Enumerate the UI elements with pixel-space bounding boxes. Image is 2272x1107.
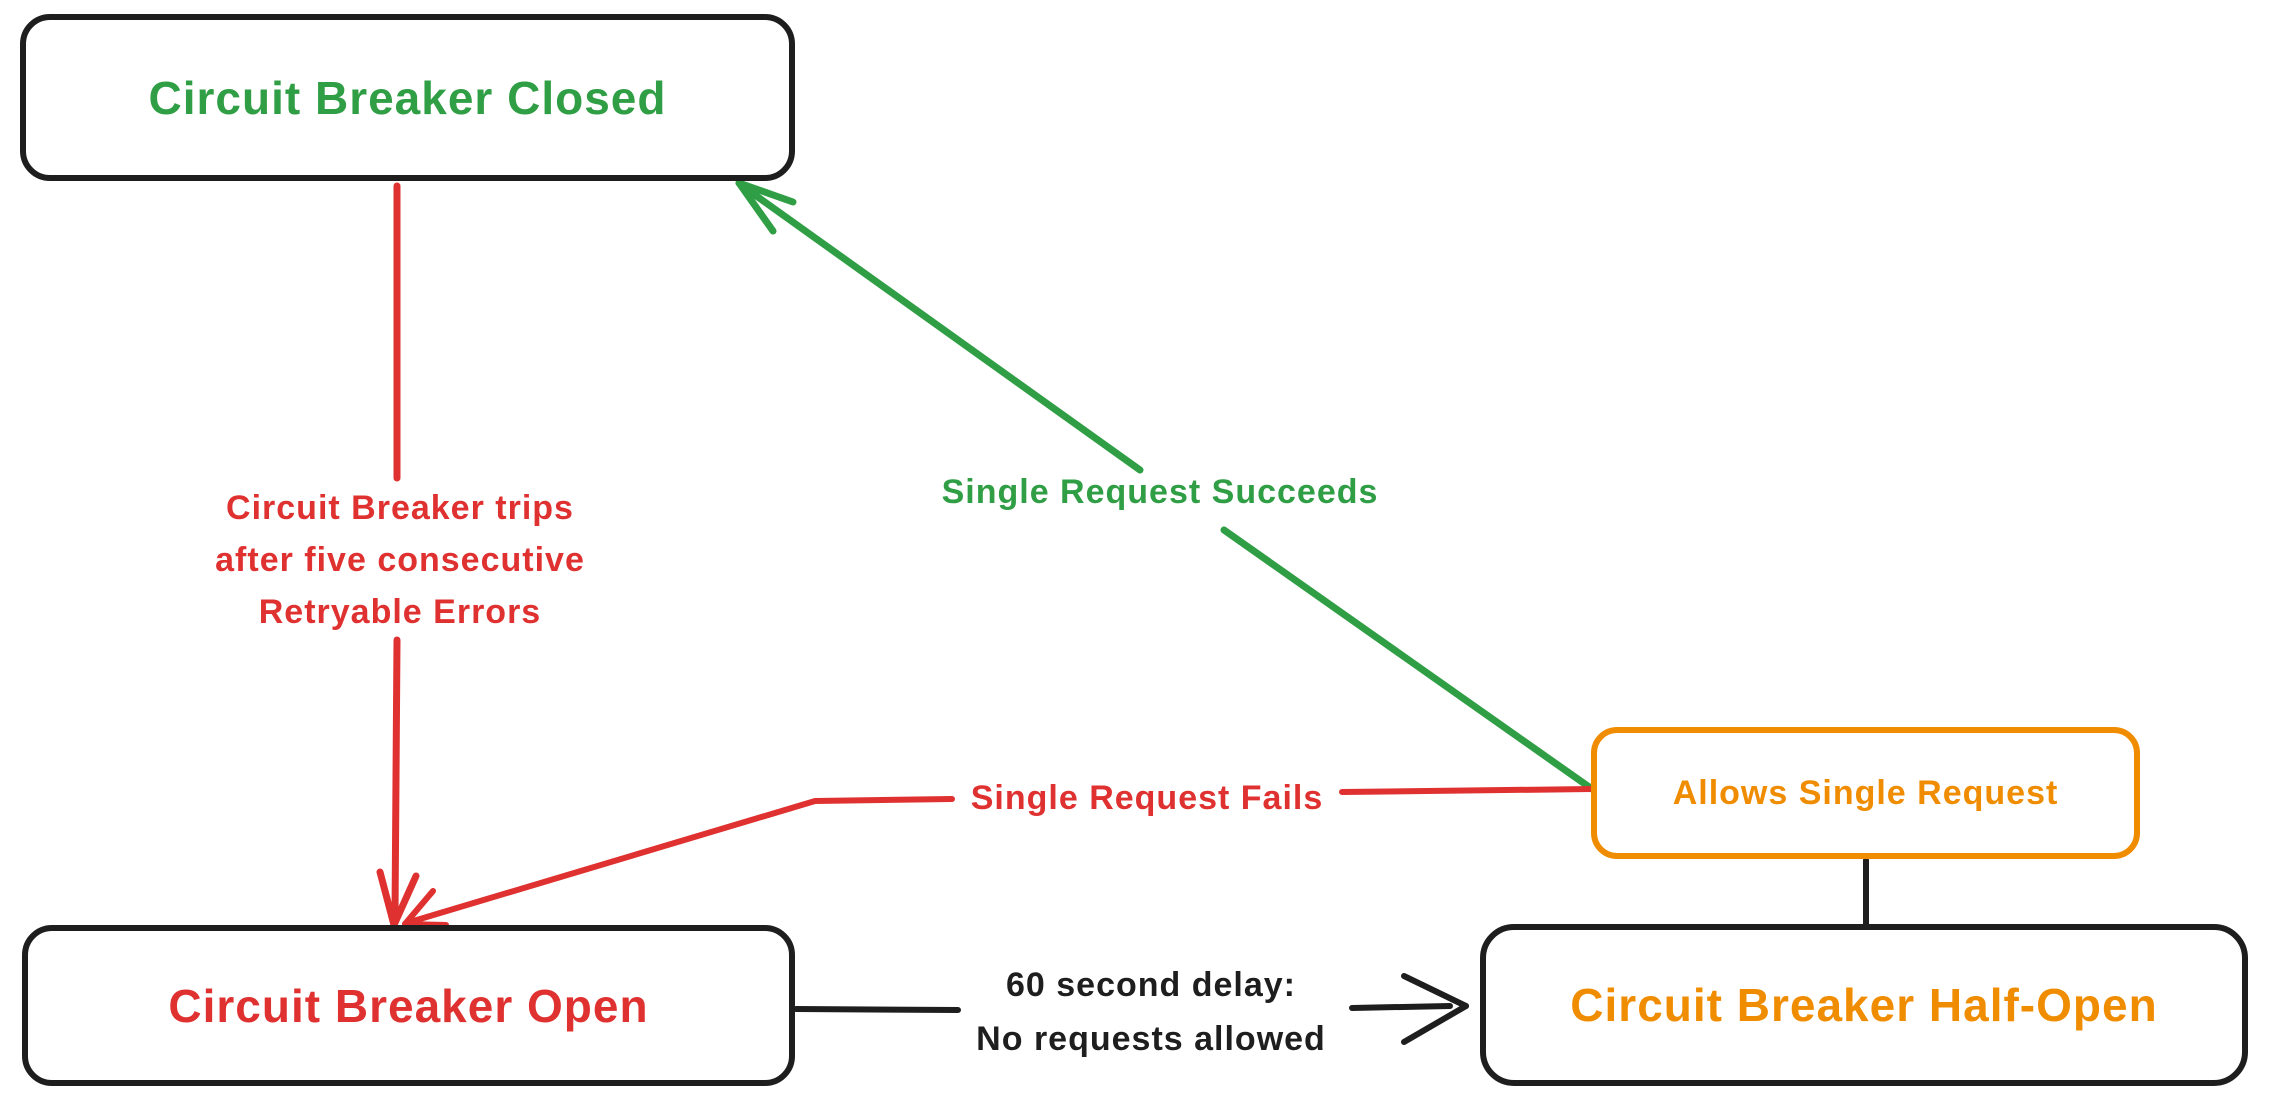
node-allows-label: Allows Single Request (1672, 773, 2059, 812)
edge-label-delay-line1: 60 second delay: (1005, 966, 1297, 1004)
node-half-open-label: Circuit Breaker Half-Open (1570, 979, 2158, 1031)
node-circuit-breaker-open: Circuit Breaker Open (22, 925, 795, 1086)
node-allows-single-request: Allows Single Request (1591, 727, 2140, 859)
node-closed-label: Circuit Breaker Closed (148, 71, 667, 124)
edge-delay-arrow (793, 973, 1469, 1045)
node-circuit-breaker-closed: Circuit Breaker Closed (20, 14, 795, 181)
node-circuit-breaker-half-open: Circuit Breaker Half-Open (1480, 924, 2248, 1086)
edge-label-trip: Circuit Breaker trips after five consecu… (215, 482, 585, 638)
edge-label-fails-text: Single Request Fails (970, 779, 1324, 817)
edge-trip-arrow (376, 182, 420, 929)
edge-label-succeeds-text: Single Request Succeeds (941, 473, 1379, 511)
edge-fails-arrow (402, 786, 1595, 928)
edge-label-trip-line3: Retryable Errors (258, 593, 542, 631)
edge-label-fails: Single Request Fails (971, 772, 1324, 824)
edge-label-succeeds: Single Request Succeeds (942, 466, 1379, 518)
edge-label-delay-line2: No requests allowed (976, 1020, 1326, 1058)
edge-label-trip-line2: after five consecutive (215, 541, 585, 579)
edge-label-trip-line1: Circuit Breaker trips (226, 489, 574, 527)
edge-label-delay: 60 second delay: No requests allowed (976, 958, 1326, 1066)
edge-succeeds-arrow (735, 179, 1596, 793)
node-open-label: Circuit Breaker Open (168, 979, 649, 1032)
